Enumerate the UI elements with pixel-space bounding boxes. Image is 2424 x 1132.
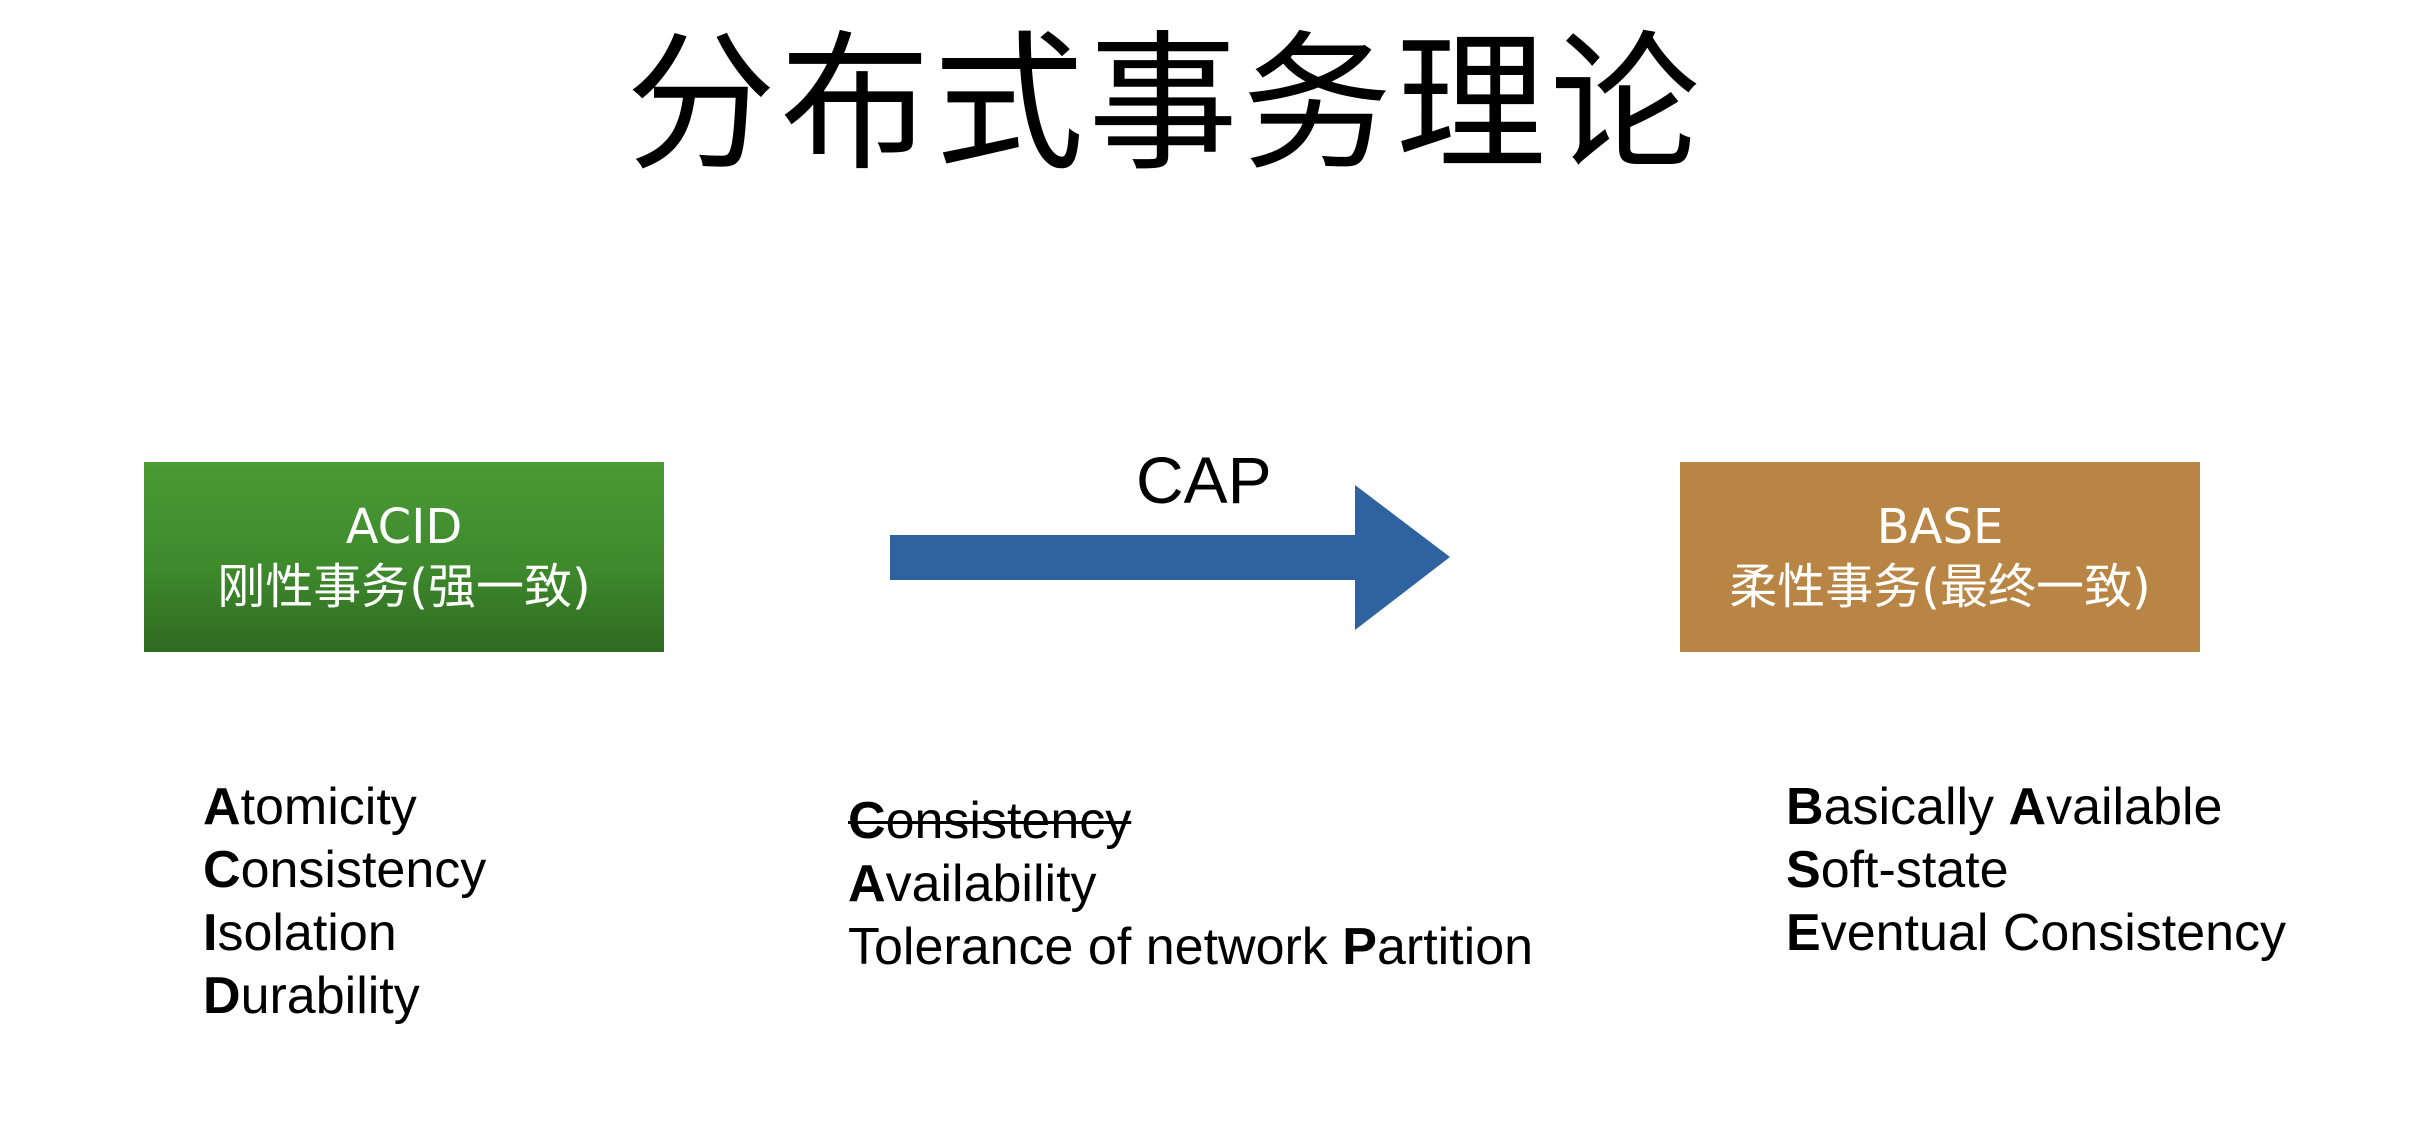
item-rest: ventual Consistency xyxy=(1820,904,2287,962)
item-rest: vailability xyxy=(885,855,1097,913)
item-initial: B xyxy=(1786,778,1824,836)
cap-item-consistency-struck: Consistency xyxy=(848,790,1533,853)
cap-item-availability: Availability xyxy=(848,853,1533,916)
item-rest: asically xyxy=(1823,778,2009,836)
item-prefix: Tolerance of network xyxy=(848,918,1343,976)
item-rest: artition xyxy=(1376,918,1534,976)
acid-list: Atomicity Consistency Isolation Durabili… xyxy=(203,776,486,1028)
item-initial: S xyxy=(1786,841,1821,899)
base-box: BASE 柔性事务(最终一致) xyxy=(1680,462,2200,652)
acid-box: ACID 刚性事务(强一致) xyxy=(144,462,664,652)
item-rest: onsistency xyxy=(885,792,1132,850)
item-rest: oft-state xyxy=(1820,841,2009,899)
cap-item-partition: Tolerance of network Partition xyxy=(848,916,1533,979)
base-list: Basically Available Soft-state Eventual … xyxy=(1786,776,2286,965)
cap-label: CAP xyxy=(1136,443,1272,517)
item-rest: onsistency xyxy=(240,841,487,899)
base-item-basically-available: Basically Available xyxy=(1786,776,2286,839)
base-item-soft-state: Soft-state xyxy=(1786,839,2286,902)
acid-box-name: ACID xyxy=(345,499,463,555)
page-title: 分布式事务理论 xyxy=(625,18,1704,192)
item-rest: solation xyxy=(217,904,397,962)
acid-item-isolation: Isolation xyxy=(203,902,486,965)
item-initial: A xyxy=(203,778,241,836)
cap-list: Consistency Availability Tolerance of ne… xyxy=(848,790,1533,979)
base-box-name: BASE xyxy=(1876,499,2004,555)
base-item-eventual-consistency: Eventual Consistency xyxy=(1786,902,2286,965)
arrow-shape xyxy=(890,485,1450,630)
item-initial: I xyxy=(203,904,218,962)
item-initial: P xyxy=(1342,918,1377,976)
acid-item-durability: Durability xyxy=(203,965,486,1028)
item-rest: tomicity xyxy=(240,778,417,836)
item-initial: D xyxy=(203,967,241,1025)
right-arrow-icon xyxy=(890,485,1450,630)
item-initial: A xyxy=(2008,778,2047,836)
item-initial: C xyxy=(848,792,886,850)
item-initial: C xyxy=(203,841,241,899)
item-initial: E xyxy=(1786,904,1821,962)
acid-box-subtitle: 刚性事务(强一致) xyxy=(217,559,591,615)
acid-item-atomicity: Atomicity xyxy=(203,776,486,839)
item-rest: urability xyxy=(240,967,420,1025)
item-rest: vailable xyxy=(2046,778,2223,836)
acid-item-consistency: Consistency xyxy=(203,839,486,902)
item-initial: A xyxy=(848,855,886,913)
base-box-subtitle: 柔性事务(最终一致) xyxy=(1729,559,2151,615)
